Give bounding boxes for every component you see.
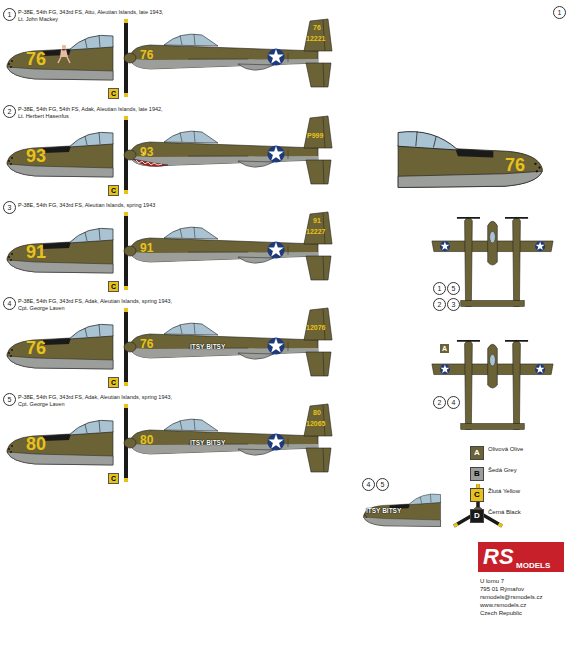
top-view (432, 217, 553, 306)
callout-number: 4 (8, 300, 12, 307)
nose-views (7, 35, 113, 465)
tail-number: 91 (313, 217, 321, 224)
legend-text: Šedá Grey (488, 467, 548, 474)
nose-number: 91 (26, 243, 46, 261)
callout-circle: 3 (447, 298, 460, 311)
nose-number: 76 (26, 50, 46, 68)
caption: P-38E, 54th FG, 343rd FS, Aleutian Islan… (18, 202, 183, 208)
callout-circle: 4 (447, 396, 460, 409)
callout-circle: 1 (433, 282, 446, 295)
callout-number: 5 (8, 396, 12, 403)
logo-panel (478, 542, 564, 572)
color-callout: A (440, 344, 449, 353)
callout-number: 4 (367, 481, 371, 488)
side-number: 76 (140, 338, 153, 350)
nose-number: 93 (26, 147, 46, 165)
callout-circle: 2 (433, 396, 446, 409)
serial-number: 12221 (306, 35, 325, 42)
address-line: U lomu 7 (480, 578, 504, 584)
callout-circle: 2 (3, 105, 16, 118)
legend-letter: A (470, 446, 484, 460)
callout-number: 3 (8, 204, 12, 211)
caption: P-38E, 54th FG, 343rd FS, Adak, Aleutian… (18, 394, 183, 400)
legend-text: Olivová Olive (488, 446, 548, 453)
address-line: rsmodels@rsmodels.cz (480, 594, 542, 600)
caption: P-38E, 54th FG, 54th FS, Adak, Aleutian … (18, 106, 183, 112)
callout-circle: 1 (553, 6, 566, 19)
serial-number: 12076 (306, 324, 325, 331)
callout-circle: 5 (3, 393, 16, 406)
callout-number: 3 (452, 301, 456, 308)
serial-number: 12227 (306, 228, 325, 235)
color-callout: C (108, 88, 119, 99)
callout-number: 2 (438, 399, 442, 406)
pilot-name: Lt. Herbert Hasenfus (18, 113, 183, 119)
nose-art-name: ITSY BITSY (190, 440, 225, 447)
nose-number: 80 (26, 435, 46, 453)
serial-number: 12065 (306, 420, 325, 427)
side-number: 91 (140, 242, 153, 254)
detail-nose (363, 494, 440, 527)
callout-number: 5 (381, 481, 385, 488)
address-line: www.rsmodels.cz (480, 602, 526, 608)
logo-text: MODELS (516, 562, 550, 570)
callout-number: 2 (8, 108, 12, 115)
callout-number: 5 (452, 285, 456, 292)
callout-circle: 1 (3, 8, 16, 21)
tail-number: 80 (313, 409, 321, 416)
caption: P-38E, 54th FG, 343rd FS, Adak, Aleutian… (18, 298, 183, 304)
pilot-name: Cpt. George Laven (18, 305, 183, 311)
color-callout: C (108, 281, 119, 292)
color-callout: C (108, 185, 119, 196)
nose-number: 76 (26, 339, 46, 357)
callout-number: 1 (558, 9, 562, 16)
callout-circle: 3 (3, 201, 16, 214)
legend-letter: D (470, 509, 484, 523)
side-number: 93 (140, 146, 153, 158)
nose-number: 76 (505, 156, 525, 174)
nose-art-name: ITSY BITSY (366, 508, 401, 515)
legend-letter: C (470, 488, 484, 502)
logo-text: RS (483, 546, 514, 568)
legend-text: Černá Black (488, 509, 548, 516)
side-profiles (124, 19, 332, 482)
callout-circle: 2 (433, 298, 446, 311)
pilot-name: Lt. John Mackey (18, 16, 183, 22)
callout-number: 4 (452, 399, 456, 406)
bottom-view (432, 340, 553, 429)
nose-art-name: ITSY BITSY (190, 344, 225, 351)
callout-circle: 4 (3, 297, 16, 310)
callout-number: 1 (8, 11, 12, 18)
legend-letter: B (470, 467, 484, 481)
legend-text: Žlutá Yellow (488, 488, 548, 495)
side-number: 76 (140, 49, 153, 61)
callout-circle: 5 (447, 282, 460, 295)
serial-number: P999 (307, 132, 323, 139)
callout-number: 2 (438, 301, 442, 308)
color-callout: C (108, 473, 119, 484)
address-line: Czech Republic (480, 610, 522, 616)
callout-circle: 4 (362, 478, 375, 491)
pilot-name: Cpt. George Laven (18, 401, 183, 407)
address-line: 795 01 Rýmařov (480, 586, 524, 592)
callout-circle: 5 (376, 478, 389, 491)
caption: P-38E, 54th FG, 343rd FS, Attu, Aleutian… (18, 9, 183, 15)
front-nose-view (398, 131, 542, 187)
color-callout: C (108, 377, 119, 388)
tail-number: 76 (313, 24, 321, 31)
side-number: 80 (140, 434, 153, 446)
callout-number: 1 (438, 285, 442, 292)
